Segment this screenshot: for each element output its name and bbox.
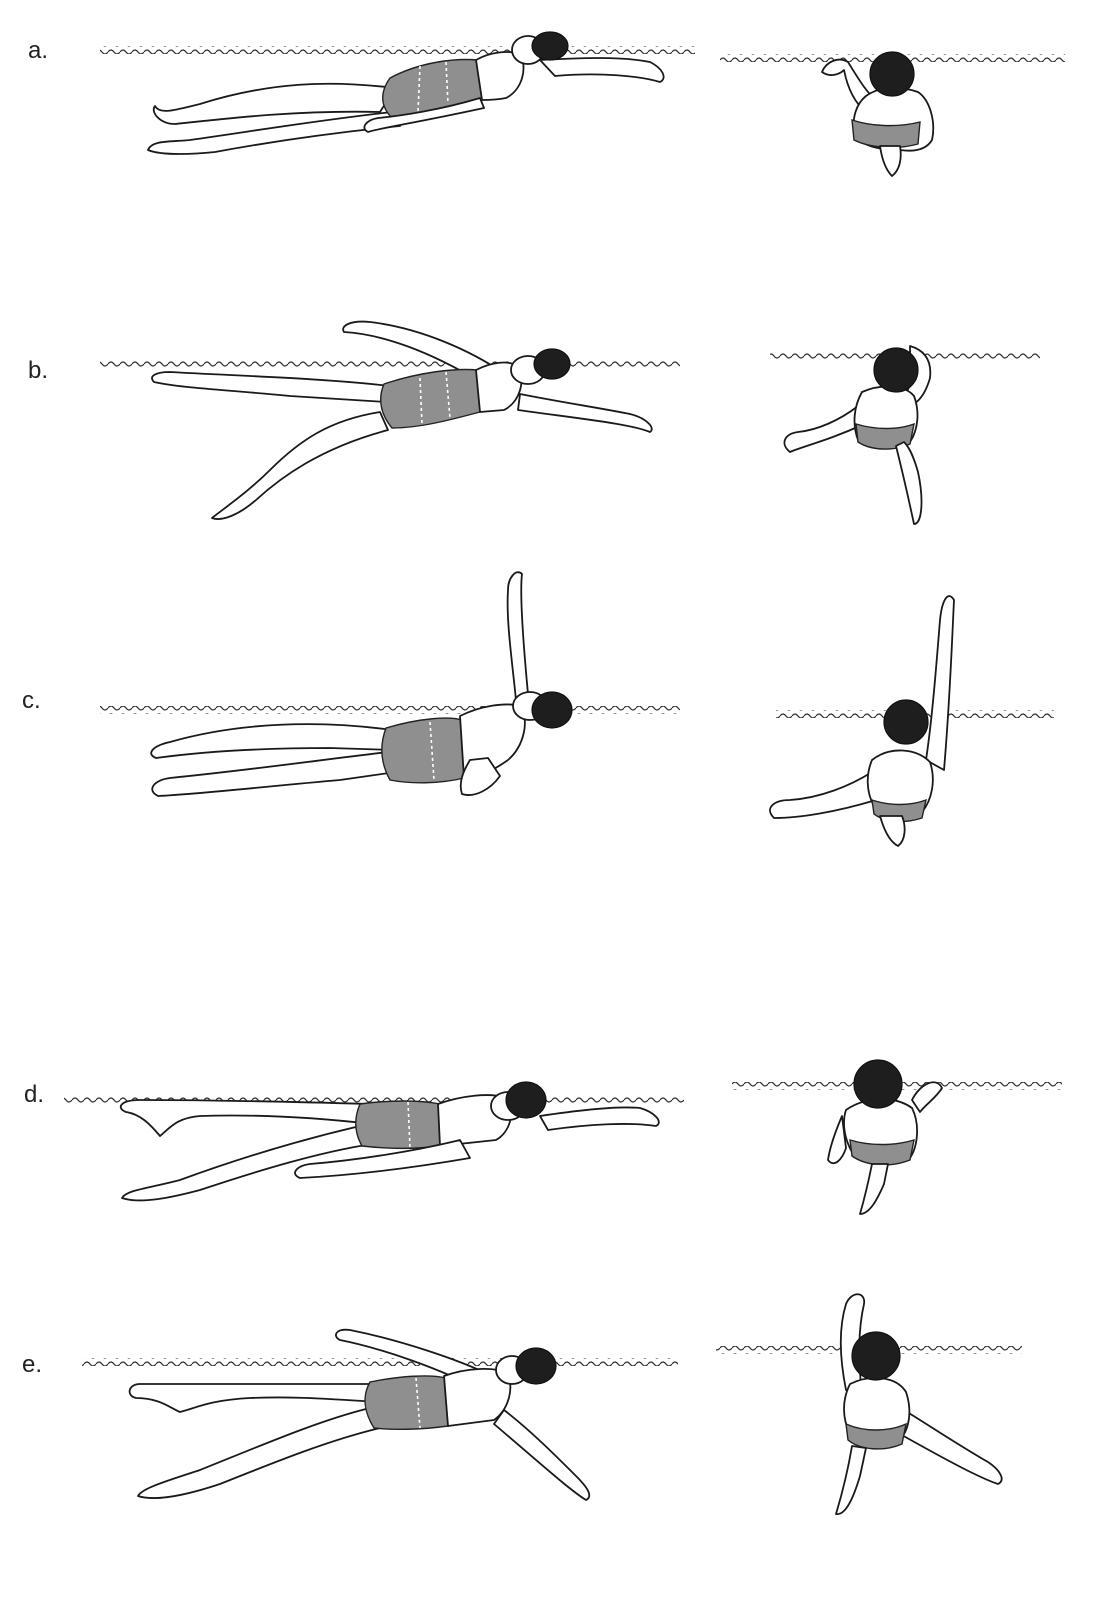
swimmer-legs — [121, 1125, 373, 1202]
swimmer-legs — [211, 411, 389, 520]
swimmer-legs — [150, 723, 395, 759]
swimmer-arm — [539, 1106, 660, 1131]
swimmer-legs — [119, 1099, 373, 1137]
water-surface-line — [82, 1358, 678, 1366]
swimmer-arm — [294, 1139, 471, 1179]
swim-cap — [505, 1081, 547, 1119]
swim-cap — [515, 1347, 557, 1385]
swimsuit-band — [415, 1377, 421, 1429]
swimmer-legs — [859, 1163, 889, 1215]
swimmer-arm — [493, 1409, 591, 1501]
water-surface-line — [100, 46, 695, 54]
row-d: d. — [24, 1059, 1062, 1215]
front-view-a — [720, 51, 1065, 177]
front-view-b — [770, 345, 1040, 525]
swimsuit — [855, 422, 915, 450]
swim-cap — [531, 691, 573, 729]
row-e: e. — [22, 1293, 1022, 1515]
side-view-b — [100, 320, 680, 520]
swimmer-legs — [151, 751, 397, 797]
swimmer-arm — [459, 757, 501, 796]
swimmer-legs — [152, 82, 396, 125]
row-label-e: e. — [22, 1351, 42, 1378]
water-surface-line — [100, 706, 680, 714]
row-label-a: a. — [28, 37, 48, 64]
row-label-c: c. — [22, 687, 41, 714]
swim-cap — [853, 1059, 903, 1109]
swimmer-legs — [835, 1445, 867, 1515]
swimsuit — [849, 1138, 915, 1166]
row-label-b: b. — [28, 357, 48, 384]
swim-cap — [883, 699, 929, 745]
swimsuit — [364, 1375, 449, 1431]
row-c: c. — [22, 571, 1054, 847]
swimsuit-band — [407, 1101, 411, 1149]
swimmer-arm — [769, 771, 877, 819]
side-view-a — [100, 31, 695, 155]
swimmer-arm — [827, 1115, 847, 1165]
row-a: a. — [28, 31, 1065, 177]
swimsuit-band — [429, 721, 435, 781]
side-view-d — [64, 1081, 684, 1202]
front-view-d — [732, 1059, 1062, 1215]
swimmer-arm — [517, 393, 653, 433]
swim-cap — [873, 347, 919, 393]
swimsuit — [380, 368, 481, 429]
swimmer-torso — [475, 51, 525, 101]
swimmer-arm — [911, 1081, 943, 1113]
swim-cap — [851, 1331, 901, 1381]
swimmer-arm — [783, 405, 865, 453]
swimsuit-band — [445, 61, 449, 105]
front-view-e — [716, 1293, 1022, 1515]
swim-cap — [869, 51, 915, 97]
swimmer-legs — [879, 815, 906, 847]
swim-cap — [533, 348, 571, 380]
swimmer-legs — [137, 1407, 381, 1499]
swimmer-arm — [363, 97, 485, 133]
swimmer-arm — [899, 1409, 1003, 1485]
swimmer-legs — [128, 1383, 381, 1413]
swimsuit — [851, 118, 921, 149]
row-label-d: d. — [24, 1081, 44, 1108]
swimmer-arm — [506, 571, 529, 701]
swim-cap — [531, 31, 569, 61]
swimmer-legs — [151, 371, 391, 403]
swimsuit-band — [419, 377, 423, 425]
side-view-c — [100, 571, 680, 797]
swimsuit — [355, 1100, 441, 1150]
water-surface-line — [64, 1096, 684, 1104]
front-view-c — [769, 595, 1054, 847]
swimsuit — [845, 1422, 907, 1450]
swimmer-arm — [925, 595, 955, 771]
water-surface-line — [100, 360, 680, 368]
swimmer-legs — [147, 111, 401, 155]
swimsuit — [381, 717, 465, 784]
swimmer-arm — [539, 57, 665, 83]
swimsuit-band — [417, 65, 421, 113]
swimmer-legs — [895, 441, 923, 525]
swimmer-legs — [879, 145, 902, 177]
side-view-e — [82, 1328, 678, 1501]
row-b: b. — [28, 320, 1040, 525]
swimsuit-band — [445, 371, 451, 419]
